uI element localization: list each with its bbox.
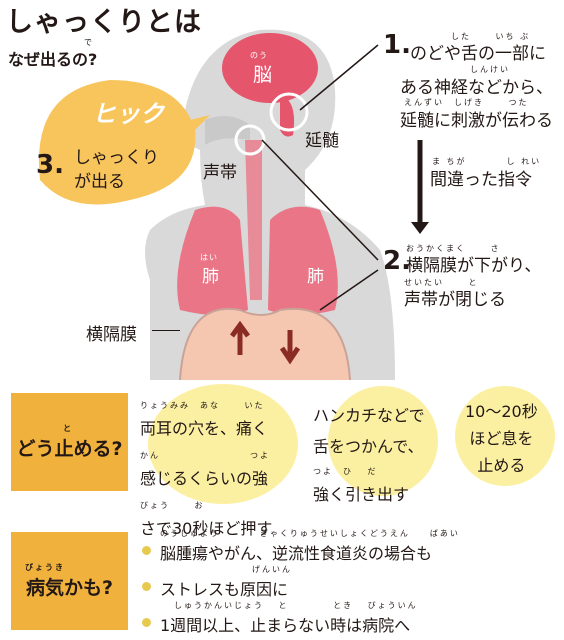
illness-item-1-text: 脳腫瘍やがん、逆流性食道炎の場合も — [160, 544, 433, 563]
hiccup-sound: ヒック — [92, 100, 164, 128]
tip-bubble-2 — [328, 386, 438, 496]
tip-bubble-1 — [148, 384, 298, 504]
diaphragm-label: 横隔膜 — [86, 325, 137, 345]
step2-line-1: 横隔膜が下がり、 — [406, 256, 542, 276]
step2-line-2: 声帯が閉じる — [404, 290, 506, 310]
bullet-icon — [142, 582, 151, 591]
diaphragm-shape — [180, 308, 350, 380]
lung-left-ruby: はい — [200, 253, 218, 262]
illness-item-3-ruby: しゅうかんいじょう と とき びょういん — [174, 601, 418, 610]
tip-bubble-3 — [455, 386, 555, 486]
tip-2-line-1: ハンカチなどで — [313, 406, 425, 425]
page-subtitle: なぜ出るの? — [8, 50, 98, 69]
lung-left-shape — [177, 206, 248, 315]
medulla-label: 延髄 — [305, 131, 339, 151]
illness-item-2-ruby: げんいん — [252, 565, 292, 574]
bullet-icon — [142, 546, 151, 555]
lung-right-shape — [268, 206, 338, 315]
step3-line-1: しゃっくり — [74, 148, 159, 168]
illness-tag-ruby: びょうき — [25, 563, 65, 572]
illness-tag: びょうき 病気かも? — [11, 532, 128, 630]
tip-2-line-2: 舌をつかんで、 — [313, 437, 424, 456]
illness-item-1: のうしゅよう ぎゃくりゅうせいしょくどうえん ばあい 脳腫瘍やがん、逆流性食道炎… — [140, 528, 560, 564]
tip-1-ruby-3: びょう お — [140, 501, 205, 510]
step2-ruby-1: おうかくまく さ — [406, 244, 501, 253]
tip-2: ハンカチなどで 舌をつかんで、 つよ ひ だ 強く引き出す — [313, 402, 425, 508]
step1-number: 1. — [383, 30, 411, 60]
tip-2-line-3: 強く引き出す — [313, 485, 410, 504]
step3-text: しゃっくり が出る — [74, 146, 159, 194]
tip-1: りょうみみ あな いた 両耳の穴を、痛く かん つよ 感じるくらいの強 びょう … — [140, 392, 272, 542]
step1-line-3: 延髄に刺激が伝わる — [400, 111, 553, 131]
illness-item-2-text: ストレスも原因に — [160, 580, 289, 599]
diaphragm-leader — [152, 330, 180, 331]
step2-number: 2. — [383, 246, 411, 276]
vocal-cords-label: 声帯 — [203, 163, 237, 183]
illness-tag-label: 病気かも? — [25, 577, 114, 599]
tip-3: 10〜20秒 ほど息を 止める — [465, 398, 538, 479]
step1-ruby-1: した いち ぶ — [451, 32, 531, 41]
illness-item-2: げんいん ストレスも原因に — [140, 564, 560, 600]
step3-line-2: が出る — [74, 172, 125, 192]
trachea — [245, 140, 262, 300]
illness-list: のうしゅよう ぎゃくりゅうせいしょくどうえん ばあい 脳腫瘍やがん、逆流性食道炎… — [140, 528, 560, 636]
illness-item-3: しゅうかんいじょう と とき びょういん 1週間以上、止まらない時は病院へ — [140, 600, 560, 636]
brain-ruby: のう — [250, 51, 268, 60]
tip-3-line-1: 10〜20秒 — [465, 402, 538, 421]
tip-1-line-3: さで30秒ほど押す — [140, 519, 273, 538]
bullet-icon — [142, 618, 151, 627]
tip-2-ruby-3: つよ ひ だ — [313, 467, 378, 476]
lung-right-label: 肺 — [307, 267, 324, 287]
step1-line-1: のどや舌の一部に — [410, 44, 546, 64]
tip-1-ruby-2: かん つよ — [140, 451, 270, 460]
step1-ruby-2: しんけい — [470, 65, 510, 74]
step2-ruby-2: せいたい と — [404, 278, 479, 287]
illness-item-3-text: 1週間以上、止まらない時は病院へ — [160, 616, 411, 635]
middle-ruby: ま ちが し れい — [432, 157, 542, 166]
stop-tag-label: どう止める? — [16, 438, 123, 460]
brain-label: 脳 — [253, 64, 273, 86]
middle-text: 間違った指令 — [430, 170, 532, 190]
hiccup-bubble — [38, 80, 196, 205]
step3-number: 3. — [36, 150, 64, 180]
medulla — [280, 95, 295, 137]
stop-tag: と どう止める? — [11, 393, 128, 491]
tip-3-line-2: ほど息を — [469, 429, 534, 448]
stop-tag-ruby: と — [63, 424, 73, 433]
brain — [222, 33, 318, 103]
body-illustration — [38, 29, 429, 380]
step1-line-2: ある神経などから、 — [400, 78, 553, 98]
tip-1-ruby-1: りょうみみ あな いた — [140, 401, 265, 410]
tip-3-line-3: 止める — [477, 456, 526, 475]
tip-1-line-1: 両耳の穴を、痛く — [140, 419, 269, 438]
illness-item-1-ruby: のうしゅよう ぎゃくりゅうせいしょくどうえん ばあい — [160, 529, 460, 538]
lung-left-label: 肺 — [202, 267, 219, 287]
tip-1-line-2: 感じるくらいの強 — [140, 469, 269, 488]
page-title: しゃっくりとは — [6, 7, 202, 38]
subtitle-ruby: で — [84, 38, 94, 47]
step1-ruby-3: えんずい しげき つた — [404, 98, 529, 107]
